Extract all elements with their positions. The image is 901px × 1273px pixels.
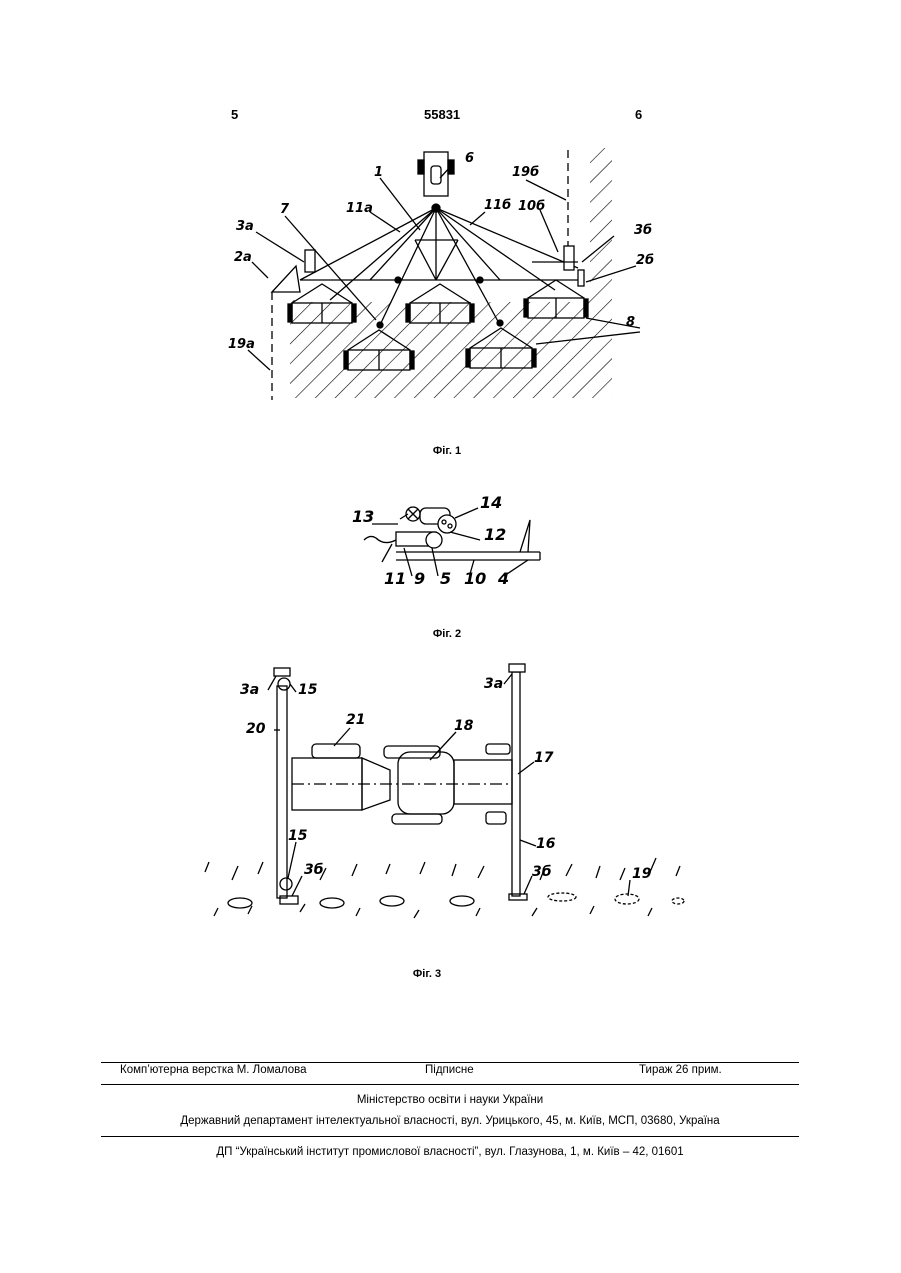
fig1-label-1: 1 [374,165,383,180]
fig2-label-4: 4 [497,569,509,588]
figure-1-drawing: 1 6 7 11а 11б 10б 19б 3а 2а 3б 2б 8 19а [0,0,901,420]
fig1-label-8: 8 [626,315,635,330]
fig3-label-19: 19 [632,866,652,882]
ground-hatch-right [290,148,612,398]
fig1-label-11a: 11а [346,201,373,216]
fig3-label-17: 17 [534,750,554,766]
fig2-label-9: 9 [414,569,425,588]
footer-typesetting: Комп’ютерна верстка М. Ломалова [120,1064,307,1076]
footer-signed: Підписне [425,1064,474,1076]
fig1-label-3a: 3а [236,219,254,234]
fig1-label-6: 6 [465,151,474,166]
fig3-label-3b-left: 3б [304,862,324,878]
fig2-label-10: 10 [464,569,486,588]
fig1-label-19b: 19б [512,165,539,180]
fig1-label-19a: 19а [228,337,255,352]
figure-2-drawing: 13 14 12 11 9 5 10 4 [0,480,901,610]
footer-ministry: Міністерство освіти і науки України [357,1094,543,1106]
fig3-label-3b-right: 3б [532,864,552,880]
fig3-label-15-bottom: 15 [288,828,308,844]
footer-rule-2 [101,1084,799,1085]
figure-3-drawing: 3а 15 20 21 18 3а 17 15 16 3б 3б 19 [0,655,901,945]
fig2-label-13: 13 [352,507,374,526]
footer-rule-1 [101,1062,799,1063]
fig2-label-11: 11 [384,569,406,588]
footer-department: Державний департамент інтелектуальної вл… [180,1115,719,1127]
fig3-label-18: 18 [454,718,474,734]
fig2-label-5: 5 [440,569,451,588]
fig1-label-11b: 11б [484,198,511,213]
figure-3-caption: Фіг. 3 [413,968,441,980]
fig2-label-14: 14 [480,493,502,512]
footer-circulation: Тираж 26 прим. [639,1064,722,1076]
fig1-label-7: 7 [280,202,290,217]
figure-1-caption: Фіг. 1 [433,445,461,457]
fig3-label-16: 16 [536,836,556,852]
fig1-label-10b: 10б [518,199,545,214]
footer-institute: ДП “Український інститут промислової вла… [216,1146,683,1158]
fig2-label-12: 12 [484,525,506,544]
fig3-label-21: 21 [346,712,365,728]
fig3-label-20: 20 [246,721,266,737]
fig1-label-3b: 3б [634,223,652,238]
figure-2-caption: Фіг. 2 [433,628,461,640]
footer-rule-3 [101,1136,799,1137]
fig3-label-3a-left: 3а [240,682,259,698]
fig1-label-2a: 2а [234,250,252,265]
fig3-label-15-top: 15 [298,682,318,698]
fig1-label-2b: 2б [636,253,654,268]
fig3-label-3a-right: 3а [484,676,503,692]
